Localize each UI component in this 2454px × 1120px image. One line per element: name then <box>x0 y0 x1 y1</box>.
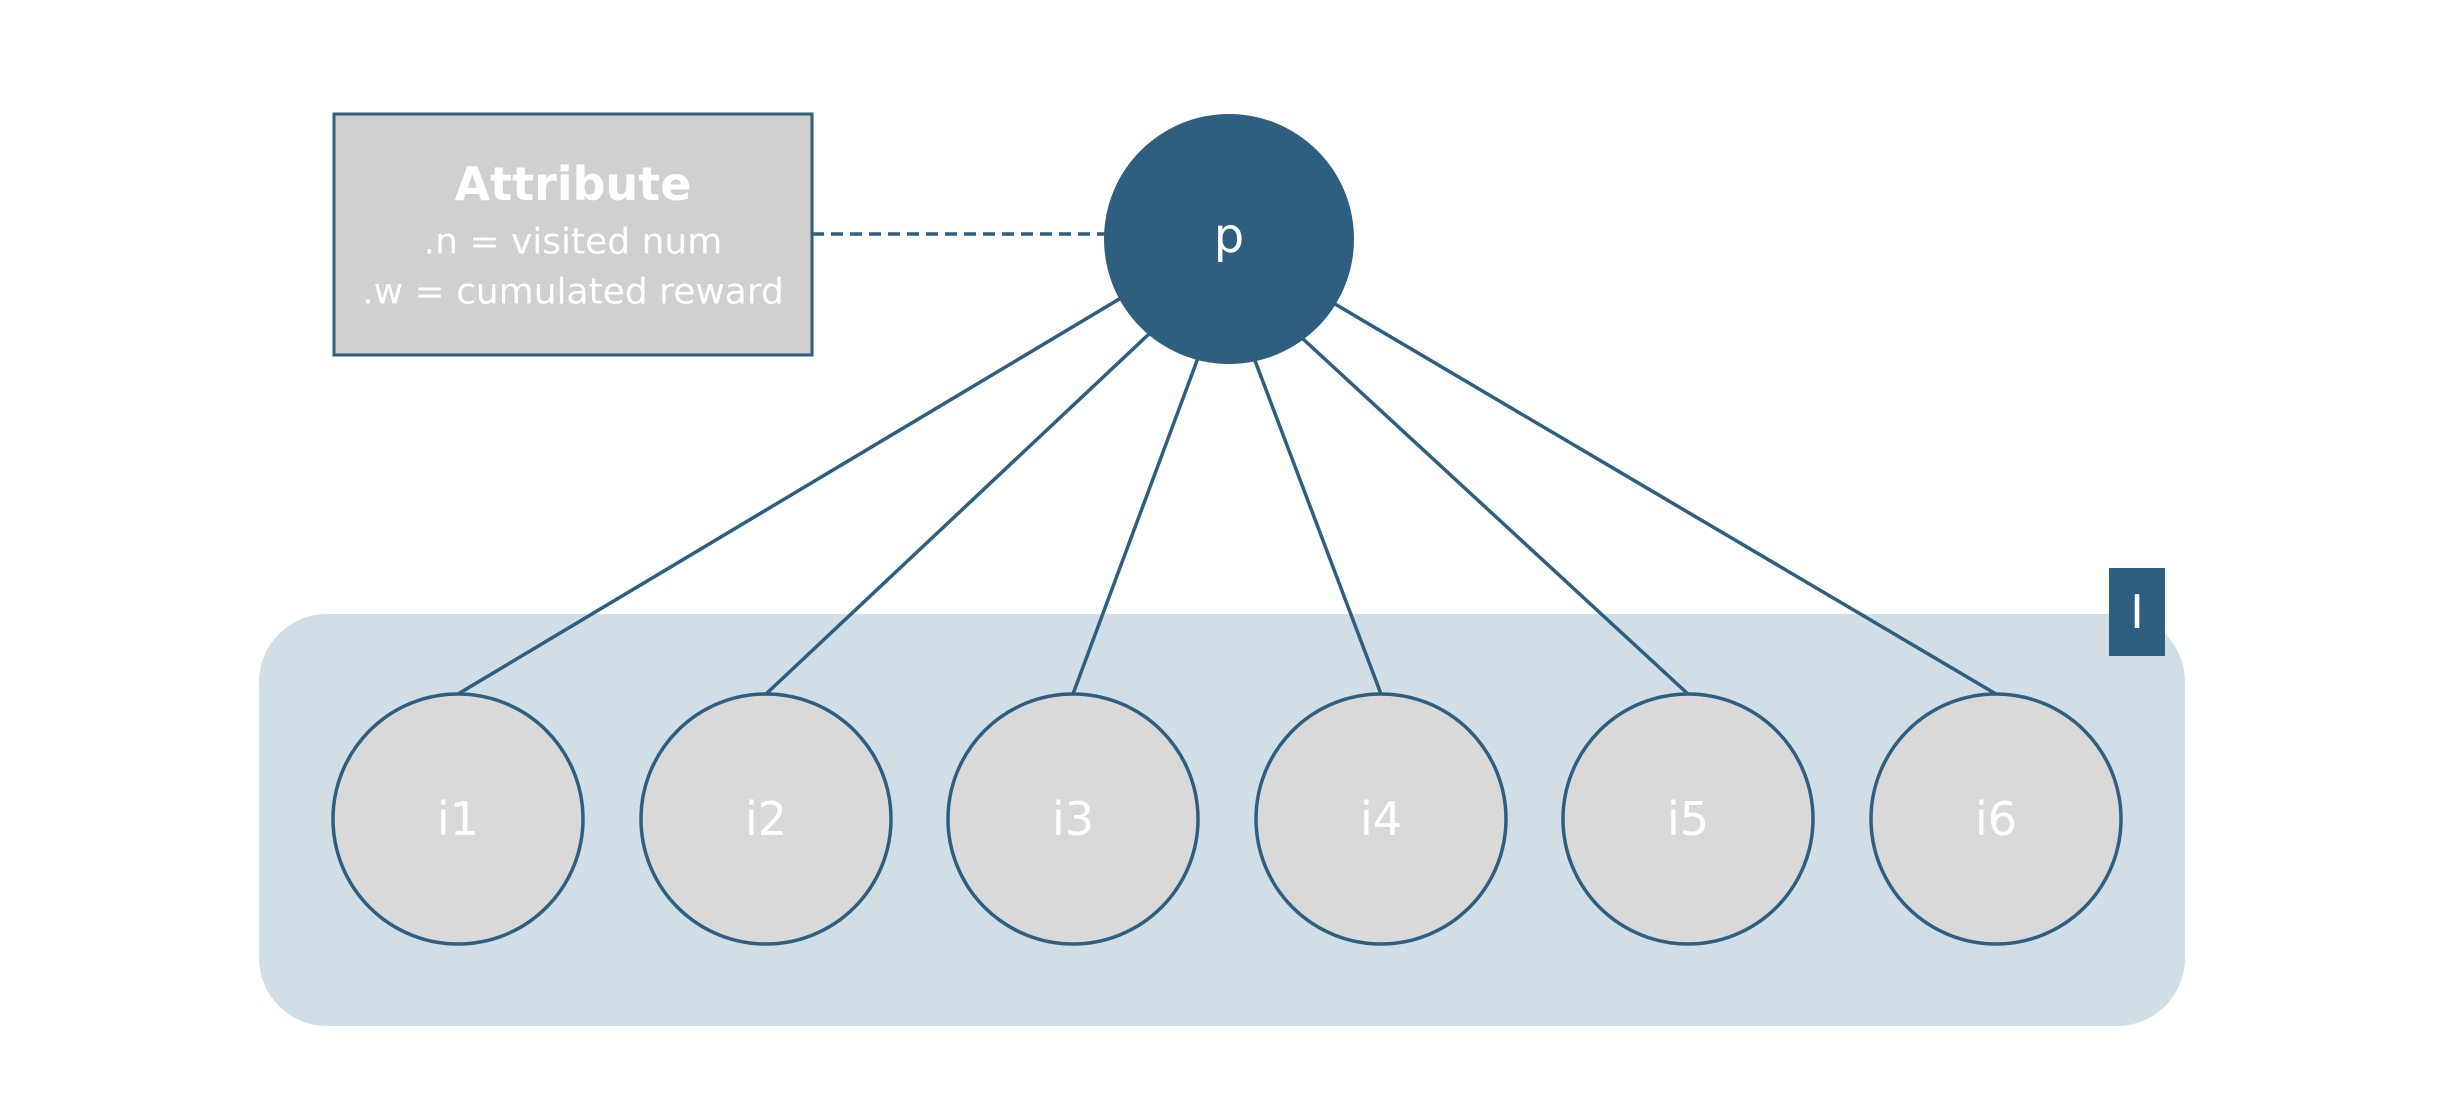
edges <box>457 296 1997 696</box>
child-node-label: i6 <box>1975 792 2017 846</box>
attribute-line-reward: .w = cumulated reward <box>362 272 784 313</box>
attribute-box-frame <box>332 112 814 357</box>
child-node-label: i4 <box>1360 792 1402 846</box>
parent-node-label: p <box>1214 208 1244 264</box>
child-node-i1: i1 <box>331 692 585 946</box>
attribute-box: Attribute .n = visited num .w = cumulate… <box>332 112 814 357</box>
parent-node: p <box>1104 114 1354 364</box>
child-node-label: i3 <box>1052 792 1094 846</box>
child-node-circle <box>1254 692 1508 946</box>
child-node-circle <box>639 692 893 946</box>
child-node-i6: i6 <box>1869 692 2123 946</box>
child-node-label: i5 <box>1667 792 1709 846</box>
edge-p-i6 <box>1334 302 1997 696</box>
edge-p-i1 <box>457 296 1122 696</box>
attribute-title: Attribute <box>455 157 692 211</box>
edge-p-i4 <box>1252 357 1383 695</box>
child-node-label: i1 <box>437 792 479 846</box>
child-node-circle <box>946 692 1200 946</box>
child-node-label: i2 <box>745 792 787 846</box>
child-node-i2: i2 <box>639 692 893 946</box>
group-badge <box>2109 568 2165 656</box>
edge-p-i5 <box>1300 336 1690 696</box>
child-node-i4: i4 <box>1254 692 1508 946</box>
edge-p-i2 <box>764 332 1151 696</box>
edge-p-i3 <box>1071 357 1200 695</box>
child-node-i5: i5 <box>1561 692 1815 946</box>
child-node-circle <box>1869 692 2123 946</box>
group-badge-label: I <box>2130 585 2144 639</box>
child-node-i3: i3 <box>946 692 1200 946</box>
attribute-line-visited: .n = visited num <box>424 222 723 263</box>
parent-node-circle <box>1104 114 1354 364</box>
child-node-circle <box>331 692 585 946</box>
child-node-circle <box>1561 692 1815 946</box>
